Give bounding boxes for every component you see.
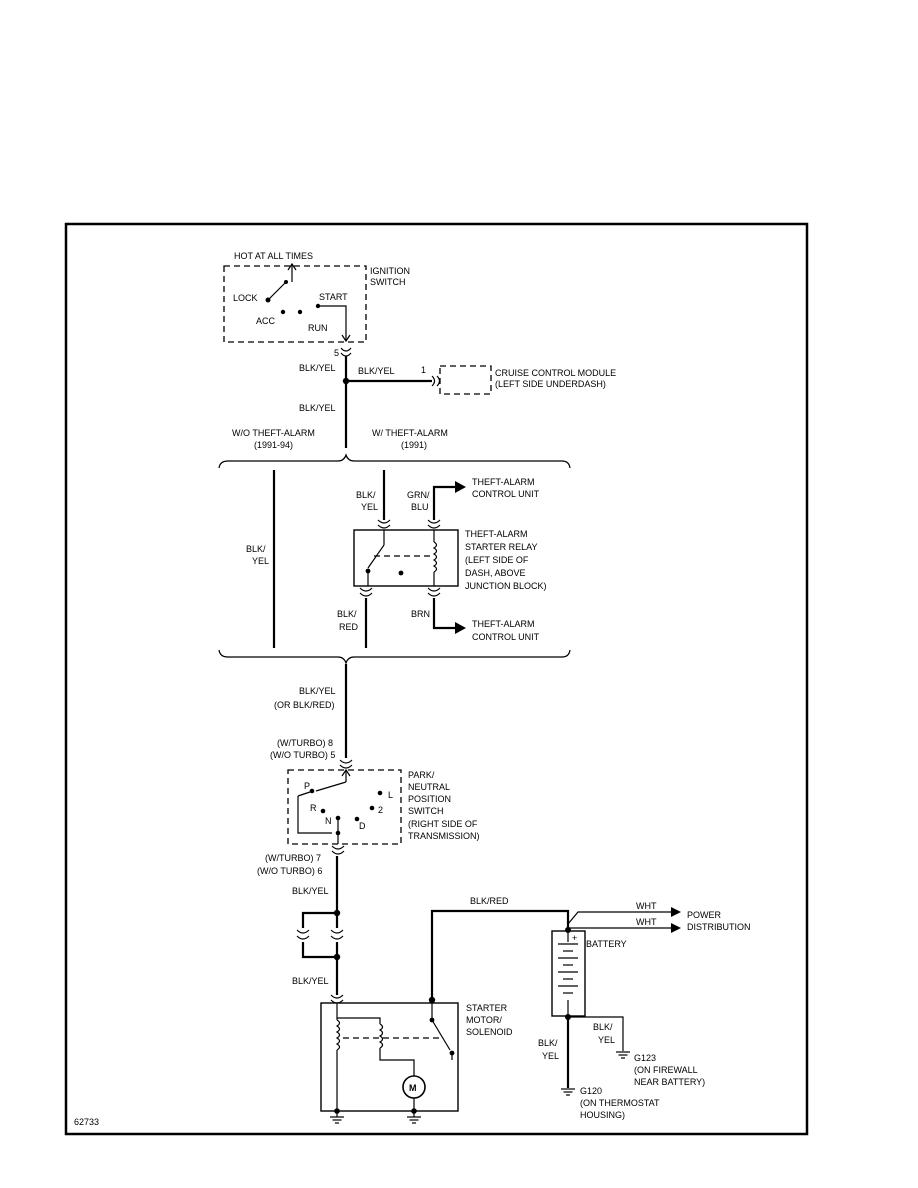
diagram-frame xyxy=(64,222,809,1136)
ignition-run-label: RUN xyxy=(308,323,328,333)
ignition-switch: HOT AT ALL TIMES IGNITION SWITCH LOCK AC… xyxy=(223,251,410,358)
diagram-id: 62733 xyxy=(74,1117,99,1127)
pn-name-2: NEUTRAL xyxy=(408,782,450,792)
pn-pos-l: L xyxy=(388,790,393,800)
wire-label-blk-yel-3: BLK/YEL xyxy=(292,886,329,896)
pn-pins-top-2: (W/O TURBO) 5 xyxy=(270,750,335,760)
wire-label-wht-2: WHT xyxy=(636,917,657,927)
pn-pins-bottom-2: (W/O TURBO) 6 xyxy=(257,866,322,876)
wire-label-blk-yel-or-1: BLK/YEL xyxy=(299,686,336,696)
wire-label-blk-yel-gnd-1: BLK/ xyxy=(593,1022,613,1032)
wire-label-blk-yel-left-1: BLK/ xyxy=(246,544,266,554)
g123-label-2: (ON FIREWALL xyxy=(634,1065,698,1075)
top-brace xyxy=(218,453,571,469)
pn-pos-n: N xyxy=(325,816,332,826)
wire-label-blk-yel-batt-1: BLK/ xyxy=(538,1038,558,1048)
g120-label-2: (ON THERMOSTAT xyxy=(580,1098,660,1108)
starter-name-3: SOLENOID xyxy=(466,1027,513,1037)
wire-label-blk-yel-branch: BLK/YEL xyxy=(358,366,395,376)
theft-unit-bottom-2: CONTROL UNIT xyxy=(472,632,540,642)
wire-label-blk-yel-relay-2: YEL xyxy=(361,502,378,512)
variant-with-1: W/ THEFT-ALARM xyxy=(372,428,448,438)
pn-pos-r: R xyxy=(310,803,317,813)
g123-label-1: G123 xyxy=(634,1053,656,1063)
g123-label-3: NEAR BATTERY) xyxy=(634,1077,705,1087)
park-neutral-position-switch: P R N D 2 L PARK/ NEUTRAL POSITION SWITC… xyxy=(287,768,480,845)
wire-label-grn-blu-2: BLU xyxy=(411,502,429,512)
starter-ground-right xyxy=(407,1108,421,1124)
pn-pos-d: D xyxy=(359,821,366,831)
wire-label-blk-yel-left-2: YEL xyxy=(252,556,269,566)
wire-label-blk-yel-gnd-2: YEL xyxy=(598,1035,615,1045)
motor-symbol: M xyxy=(409,1083,417,1093)
wire-label-blk-yel-batt-2: YEL xyxy=(542,1051,559,1061)
theft-unit-top-1: THEFT-ALARM xyxy=(472,477,535,487)
wire-label-blk-yel-1: BLK/YEL xyxy=(299,363,336,373)
wire-label-blk-red-relay-2: RED xyxy=(339,622,359,632)
cruise-control-module: CRUISE CONTROL MODULE (LEFT SIDE UNDERDA… xyxy=(439,365,616,395)
starter-name-2: MOTOR/ xyxy=(466,1015,502,1025)
ignition-switch-name-1: IGNITION xyxy=(370,266,410,276)
ignition-acc-label: ACC xyxy=(256,316,276,326)
variant-without-1: W/O THEFT-ALARM xyxy=(232,428,315,438)
pn-pos-2: 2 xyxy=(378,805,383,815)
cruise-name-2: (LEFT SIDE UNDERDASH) xyxy=(495,379,606,389)
wire-label-grn-blu-1: GRN/ xyxy=(407,490,430,500)
theft-alarm-starter-relay: THEFT-ALARM STARTER RELAY (LEFT SIDE OF … xyxy=(353,529,547,591)
wire-label-brn: BRN xyxy=(411,609,430,619)
ignition-pin-label: 5 xyxy=(334,348,339,358)
pn-pos-p: P xyxy=(304,781,310,791)
pn-name-4: SWITCH xyxy=(408,806,444,816)
pn-pins-bottom-1: (W/TURBO) 7 xyxy=(265,853,321,863)
battery-label: BATTERY xyxy=(586,939,627,949)
wire-label-blk-yel-relay-1: BLK/ xyxy=(356,490,376,500)
cruise-pin-label: 1 xyxy=(421,365,426,375)
pn-pins-top-1: (W/TURBO) 8 xyxy=(277,738,333,748)
g120-label-3: HOUSING) xyxy=(580,1110,625,1120)
ignition-switch-name-2: SWITCH xyxy=(370,277,406,287)
starter-ground-left xyxy=(330,1108,344,1124)
bottom-brace xyxy=(218,649,571,665)
wire-label-wht-1: WHT xyxy=(636,901,657,911)
wire-label-blk-yel-4: BLK/YEL xyxy=(292,976,329,986)
battery: + BATTERY xyxy=(551,927,627,1017)
ground-g120: G120 (ON THERMOSTAT HOUSING) xyxy=(561,1086,660,1120)
ignition-hot-label: HOT AT ALL TIMES xyxy=(234,251,313,261)
ground-g123: G123 (ON FIREWALL NEAR BATTERY) xyxy=(616,1051,705,1087)
starter-motor-solenoid: M STARTER MOTOR/ SOLENOID xyxy=(320,1002,513,1112)
g120-label-1: G120 xyxy=(580,1086,602,1096)
ignition-start-label: START xyxy=(319,292,348,302)
relay-name-5: JUNCTION BLOCK) xyxy=(465,581,547,591)
theft-unit-bottom-1: THEFT-ALARM xyxy=(472,619,535,629)
battery-plus: + xyxy=(572,933,577,943)
pn-name-5: (RIGHT SIDE OF xyxy=(408,819,478,829)
pn-name-1: PARK/ xyxy=(408,770,435,780)
variant-with-2: (1991) xyxy=(401,440,427,450)
wire-label-blk-red-top: BLK/RED xyxy=(470,896,509,906)
ignition-lock-label: LOCK xyxy=(233,293,258,303)
wire-label-blk-red-relay-1: BLK/ xyxy=(337,609,357,619)
theft-unit-top-2: CONTROL UNIT xyxy=(472,489,540,499)
pn-name-6: TRANSMISSION) xyxy=(408,831,480,841)
relay-name-2: STARTER RELAY xyxy=(465,542,538,552)
power-distribution-2: DISTRIBUTION xyxy=(687,922,751,932)
power-distribution-1: POWER xyxy=(687,910,722,920)
relay-name-3: (LEFT SIDE OF xyxy=(465,555,529,565)
wire-label-blk-yel-or-2: (OR BLK/RED) xyxy=(274,700,335,710)
starter-name-1: STARTER xyxy=(466,1003,508,1013)
variant-without-2: (1991-94) xyxy=(254,440,293,450)
wire-label-blk-yel-2: BLK/YEL xyxy=(299,403,336,413)
relay-name-4: DASH, ABOVE xyxy=(465,568,526,578)
cruise-name-1: CRUISE CONTROL MODULE xyxy=(495,368,616,378)
relay-name-1: THEFT-ALARM xyxy=(465,529,528,539)
pn-name-3: POSITION xyxy=(408,794,451,804)
